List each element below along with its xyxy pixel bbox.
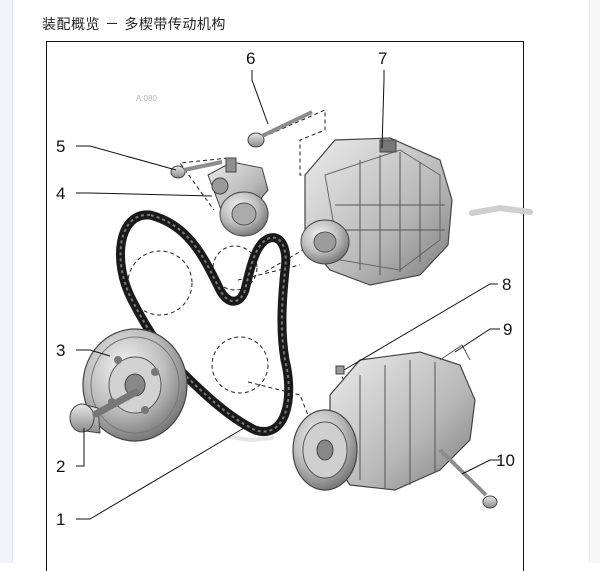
page-title: 装配概览 － 多楔带传动机构 — [42, 17, 226, 33]
callout-10: 10 — [496, 451, 515, 470]
poly-v-belt — [116, 210, 294, 436]
callout-1: 1 — [56, 510, 65, 529]
callout-9: 9 — [503, 320, 512, 339]
callout-2: 2 — [56, 457, 65, 476]
left-panel-strip — [0, 0, 13, 563]
right-scrollbar-track[interactable] — [589, 0, 600, 563]
crankshaft-bolt — [69, 388, 140, 434]
leader-lines — [76, 70, 500, 520]
compressor-bolt — [438, 448, 498, 509]
alternator-bolt — [247, 110, 313, 148]
drawing-code-label: A:080 — [136, 94, 157, 103]
ac-compressor — [292, 344, 476, 491]
alternator — [300, 137, 453, 286]
callout-3: 3 — [56, 341, 65, 360]
callout-6: 6 — [246, 49, 255, 68]
blur-mark — [469, 204, 533, 216]
belt-tensioner — [207, 157, 269, 237]
callout-5: 5 — [56, 137, 65, 156]
clip-part — [335, 365, 345, 375]
callout-8: 8 — [502, 275, 511, 294]
blur-mark — [228, 435, 274, 443]
tensioner-bolt — [170, 160, 223, 179]
callout-7: 7 — [378, 49, 387, 68]
callout-4: 4 — [56, 184, 65, 203]
